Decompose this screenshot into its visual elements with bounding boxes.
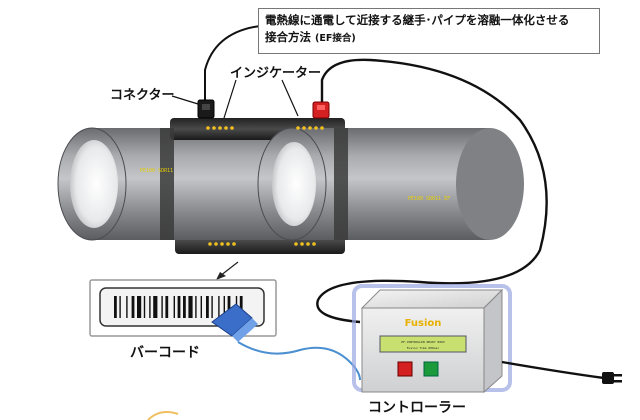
barcode-bar bbox=[161, 296, 163, 318]
barcode-bar bbox=[200, 296, 202, 318]
controller-red-button bbox=[397, 361, 413, 377]
title-box: 電熱線に通電して近接する継手･パイプを溶融一体化させる 接合方法 (EF接合) bbox=[258, 8, 600, 54]
coupling-right-end bbox=[334, 128, 348, 240]
barcode-bars bbox=[114, 296, 243, 318]
barcode-bar bbox=[188, 296, 193, 318]
controller-box: Fusion EF-CONTROLLER READY 000V Fusion T… bbox=[352, 284, 512, 394]
controller-display-line1: EF-CONTROLLER READY 000V bbox=[401, 340, 445, 344]
barcode-bar bbox=[218, 296, 220, 318]
right-pipe bbox=[257, 127, 524, 241]
right-pipe-bore bbox=[272, 142, 316, 226]
barcode-bar bbox=[119, 296, 121, 318]
controller-display bbox=[379, 335, 467, 353]
barcode-bar bbox=[239, 296, 243, 318]
title-line2: 接合方法 bbox=[265, 30, 311, 44]
connector-pointer bbox=[171, 95, 199, 105]
barcode-bar bbox=[177, 296, 181, 318]
label-connector: コネクター bbox=[110, 88, 175, 103]
barcode-bar bbox=[206, 296, 209, 318]
label-indicator: インジケーター bbox=[230, 66, 322, 81]
controller-cable bbox=[316, 58, 548, 324]
pipe-marking-right: PE100 SDR11 EF bbox=[408, 196, 450, 202]
barcode-bar bbox=[227, 296, 231, 318]
barcode-bar bbox=[137, 296, 142, 318]
controller-brand: Fusion bbox=[405, 318, 442, 329]
power-plug bbox=[602, 372, 622, 384]
label-controller: コントローラー bbox=[368, 400, 466, 416]
power-cable bbox=[501, 360, 605, 380]
barcode-bar bbox=[211, 296, 213, 318]
coupling-left-end bbox=[160, 128, 174, 240]
barcode-bar bbox=[173, 296, 175, 318]
barcode-bar bbox=[131, 296, 135, 318]
partial-circle-decor bbox=[147, 411, 179, 420]
barcode-bar bbox=[195, 296, 197, 318]
indicator-pointer-left bbox=[223, 79, 237, 119]
barcode-scanner bbox=[211, 303, 361, 381]
barcode-bar bbox=[183, 296, 186, 318]
barcode-bar bbox=[223, 296, 225, 318]
controller-display-line2: Fusion Time 000sec bbox=[407, 346, 440, 350]
barcode-bar bbox=[153, 296, 158, 318]
barcode-bar bbox=[165, 296, 169, 318]
pipe-marking-left: PE100 SDR11 bbox=[140, 168, 173, 174]
left-pipe bbox=[57, 127, 292, 241]
title-line1: 電熱線に通電して近接する継手･パイプを溶融一体化させる bbox=[265, 13, 570, 27]
heating-wire-top bbox=[206, 126, 324, 130]
controller-green-button bbox=[423, 361, 439, 377]
indicator-pointer-right bbox=[281, 79, 299, 117]
barcode-bar bbox=[143, 296, 146, 318]
title-line2-suffix: (EF接合) bbox=[315, 33, 356, 44]
barcode-arrow bbox=[219, 261, 239, 277]
left-pipe-bore bbox=[70, 140, 118, 228]
barcode-bar bbox=[149, 296, 151, 318]
barcode-bar bbox=[126, 296, 128, 318]
heating-wire-bottom bbox=[208, 242, 316, 246]
label-barcode: バーコード bbox=[130, 345, 200, 361]
connector-cable bbox=[204, 25, 261, 100]
barcode-bar bbox=[114, 296, 117, 318]
